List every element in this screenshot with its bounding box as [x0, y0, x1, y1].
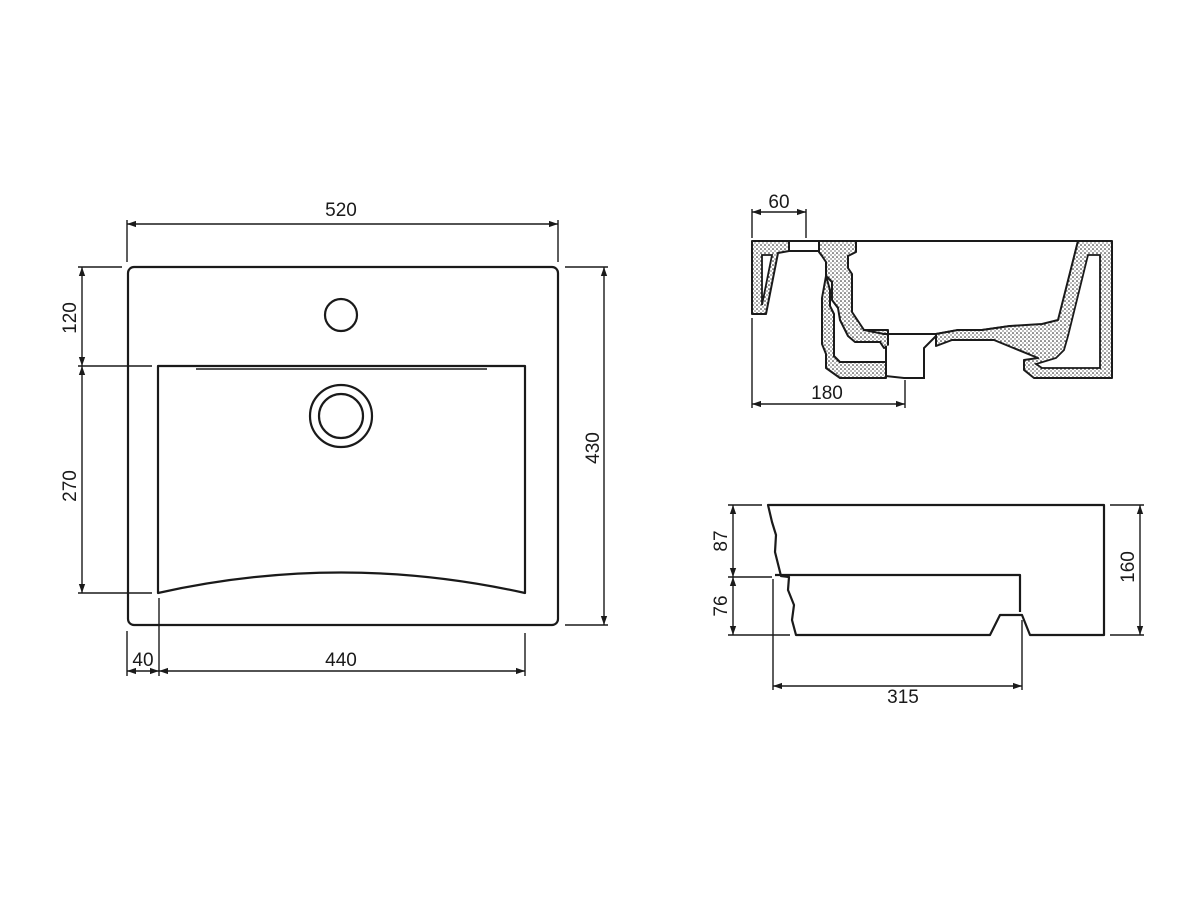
- dimension-rim: 60: [751, 192, 807, 238]
- bowl-outline: [156, 364, 527, 595]
- height-label: 430: [583, 432, 604, 464]
- dimension-bowl-width: 440: [159, 633, 526, 676]
- upper-height-label: 87: [711, 530, 732, 551]
- dimension-total-height: 160: [1110, 504, 1144, 636]
- dimension-bowl-depth: 270: [60, 366, 152, 594]
- dimension-width: 520: [126, 200, 559, 262]
- section-inner-wall: [818, 240, 889, 349]
- waste-outlet-outer: [308, 383, 374, 449]
- dimension-waste-offset: 180: [751, 318, 906, 408]
- section-view: 60 180: [751, 192, 1113, 408]
- rim-label: 60: [768, 192, 789, 213]
- dimension-top-margin: 120: [60, 266, 152, 367]
- waste-outlet-inner: [317, 392, 365, 440]
- lower-height-label: 76: [711, 595, 732, 616]
- section-waste: [885, 335, 937, 379]
- tap-hole: [323, 297, 359, 333]
- section-right-hollow: [1033, 254, 1101, 369]
- dimension-height: 430: [565, 266, 608, 626]
- bowl-width-label: 440: [325, 650, 357, 671]
- plan-view: 520 430 120 270 40: [60, 200, 608, 676]
- section-left-rim: [751, 240, 790, 315]
- dimension-lower-height: 76: [711, 577, 790, 636]
- side-margin-label: 40: [132, 650, 153, 671]
- top-margin-label: 120: [60, 302, 81, 334]
- side-view: 87 76 160 315: [711, 503, 1144, 708]
- section-bowl: [856, 240, 1080, 335]
- basin-outline: [126, 265, 560, 627]
- dimension-depth: 315: [772, 579, 1023, 708]
- dimension-upper-height: 87: [711, 504, 772, 578]
- total-height-label: 160: [1118, 551, 1139, 583]
- section-inner-wall-left: [821, 275, 887, 379]
- section-left-rim-hollow: [761, 254, 774, 306]
- waste-offset-label: 180: [811, 383, 843, 404]
- dimension-side-margin: 40: [126, 598, 160, 676]
- section-tap-hole: [788, 240, 820, 252]
- side-step-line: [775, 573, 1022, 612]
- depth-label: 315: [887, 687, 919, 708]
- side-outline: [766, 503, 1106, 637]
- bowl-depth-label: 270: [60, 470, 81, 502]
- width-label: 520: [325, 200, 357, 221]
